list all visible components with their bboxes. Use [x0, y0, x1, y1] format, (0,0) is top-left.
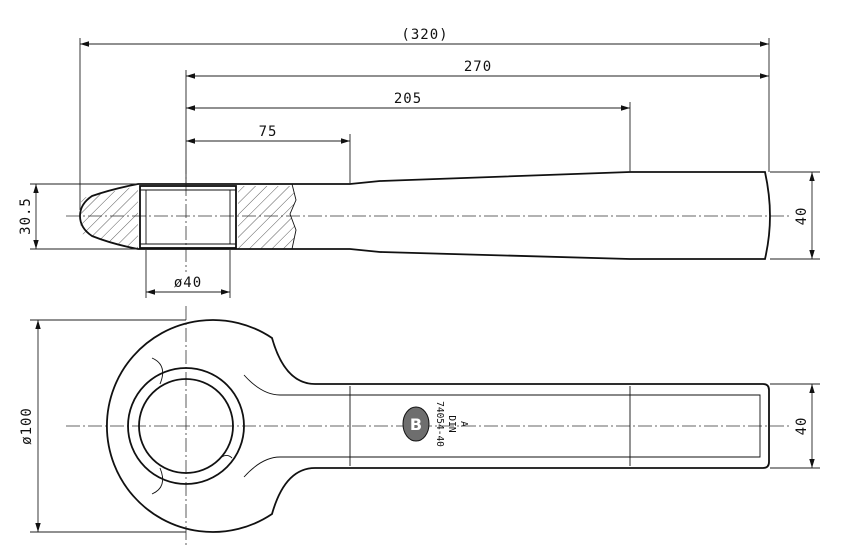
logo-letter: B — [410, 415, 422, 434]
manufacturer-logo: B — [402, 406, 430, 442]
dim-eye-diameter: ø100 — [19, 407, 35, 445]
dim-height-side: 30.5 — [18, 197, 34, 235]
dim-shank-height-side: 40 — [794, 207, 810, 226]
ring-gap-mark — [217, 455, 233, 461]
top-view: B A DIN 74054-40 ø100 40 — [19, 306, 820, 548]
dim-205: 205 — [394, 91, 422, 107]
dim-270: 270 — [464, 59, 492, 75]
logo-badge-icon — [402, 406, 430, 442]
tool-outline-side — [79, 171, 771, 260]
marking-line-a: A — [458, 421, 469, 427]
break-line — [289, 183, 297, 250]
din-marking: A DIN 74054-40 — [434, 401, 469, 447]
bore-section — [139, 185, 237, 249]
eye-outer-ring — [127, 367, 245, 485]
section-hatch-right — [238, 186, 296, 249]
marking-line-din: DIN — [446, 415, 457, 432]
eye-contour-lower — [151, 467, 164, 495]
side-view: (320) 270 205 75 ø40 30.5 40 — [18, 27, 820, 298]
tool-outline-top — [106, 319, 770, 533]
eye-contour-upper — [151, 357, 164, 385]
dim-shank-height-top: 40 — [794, 417, 810, 436]
eye-bore — [138, 378, 234, 474]
dim-75: 75 — [259, 124, 278, 140]
shank-relief-line — [243, 374, 761, 478]
section-hatch-left — [80, 186, 138, 249]
marking-line-number: 74054-40 — [434, 401, 445, 447]
dim-overall-length: (320) — [401, 27, 448, 43]
dim-bore-diameter: ø40 — [174, 275, 202, 291]
